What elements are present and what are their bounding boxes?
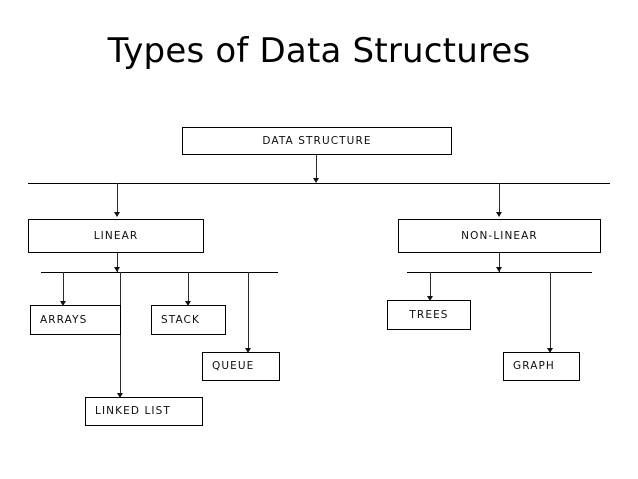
node-non-linear[interactable]: NON-LINEAR: [398, 219, 601, 253]
node-non-linear-label: NON-LINEAR: [461, 229, 538, 242]
node-linked-list-label: LINKED LIST: [95, 405, 171, 418]
node-graph-label: GRAPH: [513, 360, 555, 373]
connector-nonlinear-to-subbus: [499, 253, 501, 272]
arrowhead-bus-to-linked-list: [117, 393, 123, 398]
arrowhead-bus-to-nonlinear: [496, 212, 502, 217]
connector-bus-to-stack: [188, 272, 190, 303]
node-linked-list[interactable]: LINKED LIST: [85, 397, 203, 426]
arrowhead-bus-to-queue: [245, 348, 251, 353]
arrowhead-bus-to-arrays: [60, 301, 66, 306]
node-linear-label: LINEAR: [93, 229, 139, 242]
node-graph[interactable]: GRAPH: [503, 352, 580, 381]
arrowhead-nonlinear-to-subbus: [496, 267, 502, 272]
connector-bus-to-nonlinear: [499, 183, 501, 214]
connector-linear-to-subbus: [117, 253, 119, 272]
node-stack-label: STACK: [161, 313, 200, 326]
node-arrays-label: ARRAYS: [40, 313, 88, 326]
node-data-structure-label: DATA STRUCTURE: [262, 134, 372, 147]
node-data-structure[interactable]: DATA STRUCTURE: [182, 127, 452, 155]
node-stack[interactable]: STACK: [151, 305, 226, 335]
connector-bus-to-trees: [430, 272, 432, 299]
node-queue-label: QUEUE: [212, 360, 255, 373]
node-queue[interactable]: QUEUE: [202, 352, 280, 381]
arrowhead-bus-to-graph: [547, 348, 553, 353]
connector-root-to-bus: [316, 155, 318, 181]
node-trees[interactable]: TREES: [387, 300, 471, 330]
bus-level1: [28, 183, 610, 185]
node-trees-label: TREES: [409, 308, 449, 321]
connector-bus-to-graph: [550, 272, 552, 350]
connector-bus-to-queue: [248, 272, 250, 350]
arrowhead-bus-to-trees: [427, 296, 433, 301]
connector-bus-to-arrays: [63, 272, 65, 303]
node-arrays[interactable]: ARRAYS: [30, 305, 121, 335]
connector-bus-to-linear: [117, 183, 119, 214]
arrowhead-root-to-bus: [312, 178, 319, 183]
arrowhead-bus-to-stack: [185, 301, 191, 306]
page-title: Types of Data Structures: [107, 31, 531, 71]
bus-linear-children: [41, 272, 278, 274]
arrowhead-bus-to-linear: [114, 212, 120, 217]
arrowhead-linear-to-subbus: [114, 267, 120, 272]
bus-nonlinear-children: [407, 272, 592, 274]
node-linear[interactable]: LINEAR: [28, 219, 204, 253]
